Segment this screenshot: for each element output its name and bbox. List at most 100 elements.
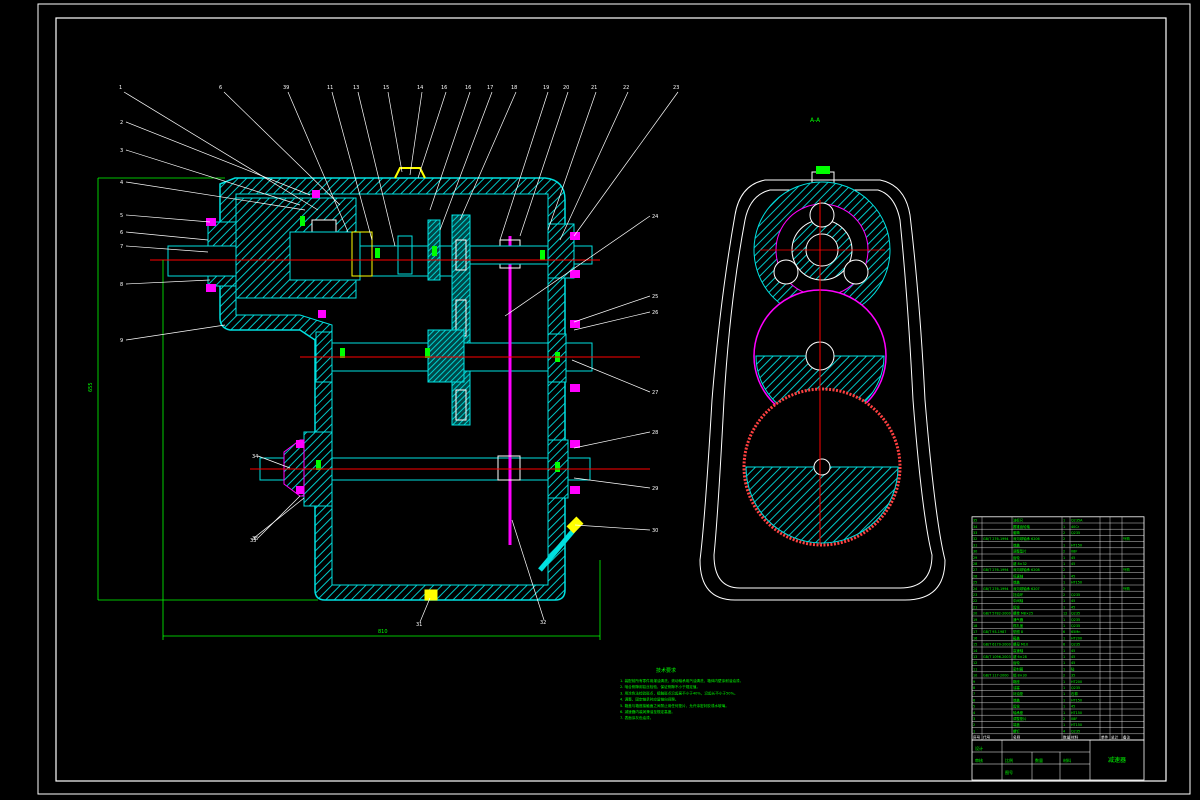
bom-cell: 14 (973, 649, 977, 653)
bom-cell: 2 (1063, 674, 1065, 678)
bom-cell: 1 (1063, 562, 1065, 566)
bom-cell: 25 (973, 581, 977, 585)
bom-cell: 2 (1063, 531, 1065, 535)
callout-right: 28 (652, 430, 658, 436)
bom-cell: 齿轮 (1013, 604, 1020, 609)
callout-top: 15 (383, 85, 389, 91)
bom-cell: GB/T 6170-2000 (983, 643, 1011, 647)
bom-cell: 45 (1071, 661, 1075, 665)
bom-cell: 调整垫片 (1013, 716, 1027, 721)
bom-cell: 端盖 (1013, 542, 1020, 547)
callout-bottom: 33 (250, 538, 256, 544)
bom-header: 总计 (1111, 735, 1119, 740)
leaders (123, 91, 679, 623)
title-cell: 审核 (975, 757, 983, 763)
bom-cell: 1 (1063, 667, 1065, 671)
bom-cell: 齿轮 (1013, 660, 1020, 665)
bom-cell: 中间轴 (1013, 598, 1024, 603)
title-block: 减速器 设计审核比例数量材料图号 (971, 739, 1145, 781)
bom-cell: 16 (973, 636, 977, 640)
bom-cell: 垫圈 8 (1013, 629, 1023, 634)
bom-header: 序号 (973, 735, 981, 740)
bom-cell: GB/T 93-1987 (983, 630, 1006, 634)
bom-cell: 键 6×28 (1013, 654, 1027, 659)
bom-cell: 石棉 (1071, 691, 1078, 696)
title-cell: 数量 (1035, 757, 1043, 763)
tech-line: 6. 减速器内装润滑油至规定高度。 (620, 709, 675, 714)
bom-cell: 4 (1063, 729, 1065, 733)
bom-cell: 08F (1071, 717, 1077, 721)
dim-height: 655 (88, 382, 94, 392)
bom-cell: Q235 (1071, 593, 1080, 597)
bom-cell: 螺钉 (1013, 728, 1020, 733)
input-gear-hub (289, 231, 361, 281)
bom-cell: 1 (1063, 605, 1065, 609)
breather-cap-aa (816, 166, 830, 174)
callout-right: 27 (652, 390, 658, 396)
bom-cell: 45 (1071, 556, 1075, 560)
bom-cell: 油标尺 (1013, 518, 1024, 523)
bom-header: 名称 (1013, 735, 1021, 740)
bom-cell: 08F (1071, 550, 1077, 554)
bom-cell: 销 8×30 (1013, 673, 1027, 678)
bom-cell: GB/T 5782-2000 (983, 612, 1011, 616)
bom-cell: 箱盖 (1013, 635, 1020, 640)
bom-cell: 2 (1063, 550, 1065, 554)
bom-cell: 2 (1063, 593, 1065, 597)
bom-cell: 35 (1071, 674, 1075, 678)
bom-cell: 1 (1063, 655, 1065, 659)
callout-top: 6 (219, 85, 222, 91)
bom-cell: 毡 (1071, 666, 1075, 671)
callout-left: 8 (120, 282, 123, 288)
bom-cell: 45 (1071, 649, 1075, 653)
bom-cell: GB/T 276-1994 (983, 587, 1009, 591)
bom-cell: 33 (973, 531, 977, 535)
bom-cell: 2 (1063, 568, 1065, 572)
bom-cell: 1 (1063, 574, 1065, 578)
bom-cell: 1 (1063, 618, 1065, 622)
bom-cell: 端盖 (1013, 697, 1020, 702)
callout-right: 29 (652, 486, 658, 492)
breather (394, 167, 426, 179)
bom-cell: 1 (1063, 698, 1065, 702)
bolts (206, 190, 580, 494)
bom-cell: 9 (973, 680, 975, 684)
bom-cell: 高速轴 (1013, 648, 1024, 653)
callout-left: 3 (120, 148, 123, 154)
bom-cell: 深沟球轴承 6208 (1013, 567, 1040, 572)
callout-left: 6 (120, 230, 123, 236)
callout-right: 30 (652, 528, 658, 534)
callout-top: 22 (623, 85, 629, 91)
bom-cell: 1 (1063, 680, 1065, 684)
bom-cell: 2 (1063, 537, 1065, 541)
bom-cell: GB/T 276-1994 (983, 568, 1009, 572)
bom-cell: Q235 (1071, 624, 1080, 628)
bom-cell: 29 (973, 556, 977, 560)
callout-top: 14 (417, 85, 423, 91)
bom-cell: 1 (1063, 581, 1065, 585)
bom-cell: 7 (973, 692, 975, 696)
callout-right: 26 (652, 310, 658, 316)
bom-cell: 15 (973, 643, 977, 647)
bom-cell: 1 (1063, 599, 1065, 603)
bom-cell: 1 (1063, 525, 1065, 529)
bom-cell: 1 (1063, 519, 1065, 523)
bom-cell: 40Cr (1071, 525, 1080, 529)
bom-cell: 1 (1063, 692, 1065, 696)
tech-line: 1. 装配前所有零件用煤油清洗，滚动轴承用汽油清洗，箱体内壁涂耐油油漆。 (620, 678, 743, 683)
title-cell: 设计 (975, 745, 983, 751)
bom-cell: 螺母 M10 (1013, 642, 1028, 647)
bom-cell: 13 (973, 655, 977, 659)
bom-cell: 封油垫 (1013, 691, 1024, 696)
bom-cell: 箱座 (1013, 679, 1020, 684)
callout-top: 39 (283, 85, 289, 91)
bom-cell: 10 (973, 674, 977, 678)
bom-cell: 螺栓 M8×25 (1013, 611, 1033, 616)
bom-cell: 27 (973, 568, 977, 572)
bom-cell: GB/T 1096-2003 (983, 655, 1011, 659)
bom-cell: Q235 (1071, 686, 1080, 690)
callout-top: 16 (465, 85, 471, 91)
dimensions (97, 177, 601, 640)
bom-cell: HT200 (1071, 680, 1082, 684)
